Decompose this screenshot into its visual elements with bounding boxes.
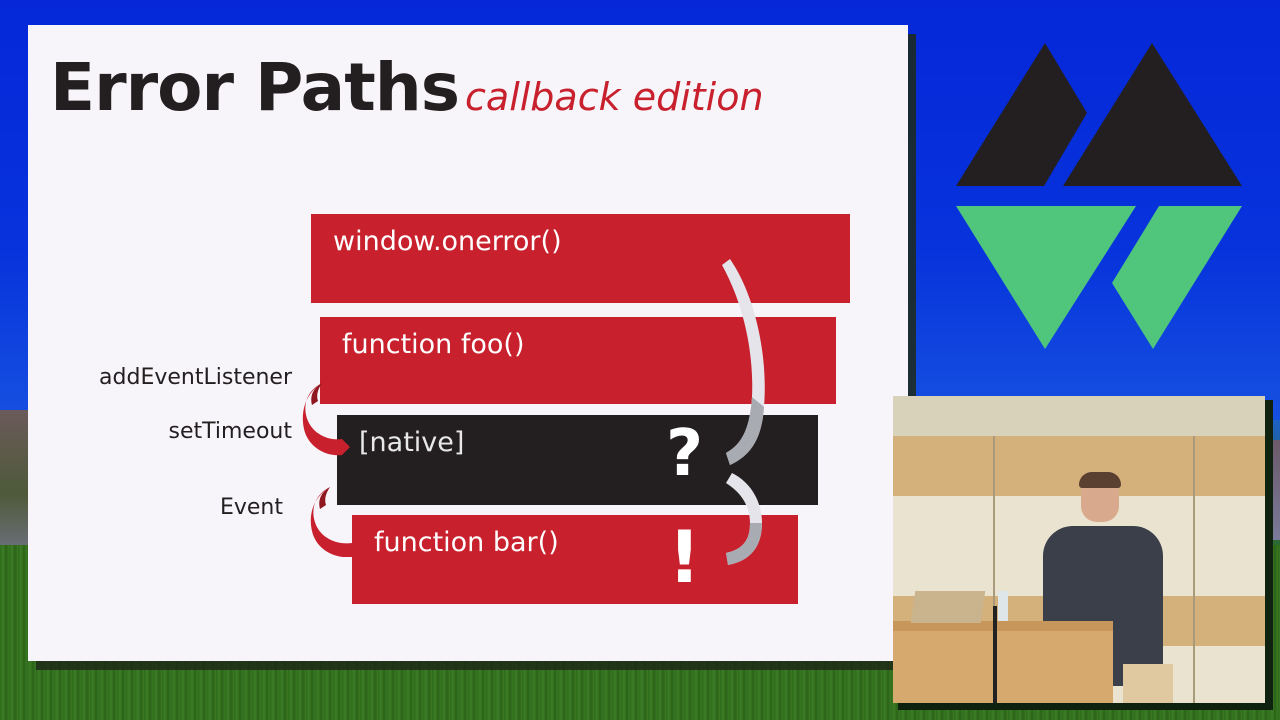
stack-frame-window-onerror: window.onerror(): [311, 214, 850, 303]
question-mark-icon: ?: [666, 417, 704, 491]
label-settimeout: setTimeout: [168, 419, 293, 444]
wall-seam: [993, 436, 995, 703]
frame-label: window.onerror(): [333, 226, 562, 257]
conference-logo-icon: [956, 43, 1242, 349]
laptop: [910, 591, 986, 623]
frame-label: [native]: [359, 427, 465, 458]
microphone-stand: [993, 606, 997, 703]
frame-label: function foo(): [342, 329, 525, 360]
stack-frame-bar: function bar(): [352, 515, 798, 604]
water-bottle: [998, 591, 1008, 621]
wall-seam: [1193, 436, 1195, 703]
label-addeventlistener: addEventListener: [99, 365, 292, 390]
title-main: Error Paths: [50, 49, 460, 126]
ribbon-arrow-icon: [302, 383, 360, 557]
speaker-hair: [1079, 472, 1121, 488]
laptop: [1123, 664, 1173, 703]
podium: [893, 621, 1113, 703]
title-subtitle: callback edition: [465, 75, 764, 119]
frame-label: function bar(): [374, 527, 559, 558]
speaker-camera-feed: [893, 396, 1265, 703]
podium-top: [893, 621, 1113, 631]
exclamation-mark-icon: !: [668, 515, 701, 599]
return-ribbon-icon: [722, 259, 765, 565]
label-event: Event: [219, 495, 283, 520]
wall-top: [893, 396, 1265, 436]
